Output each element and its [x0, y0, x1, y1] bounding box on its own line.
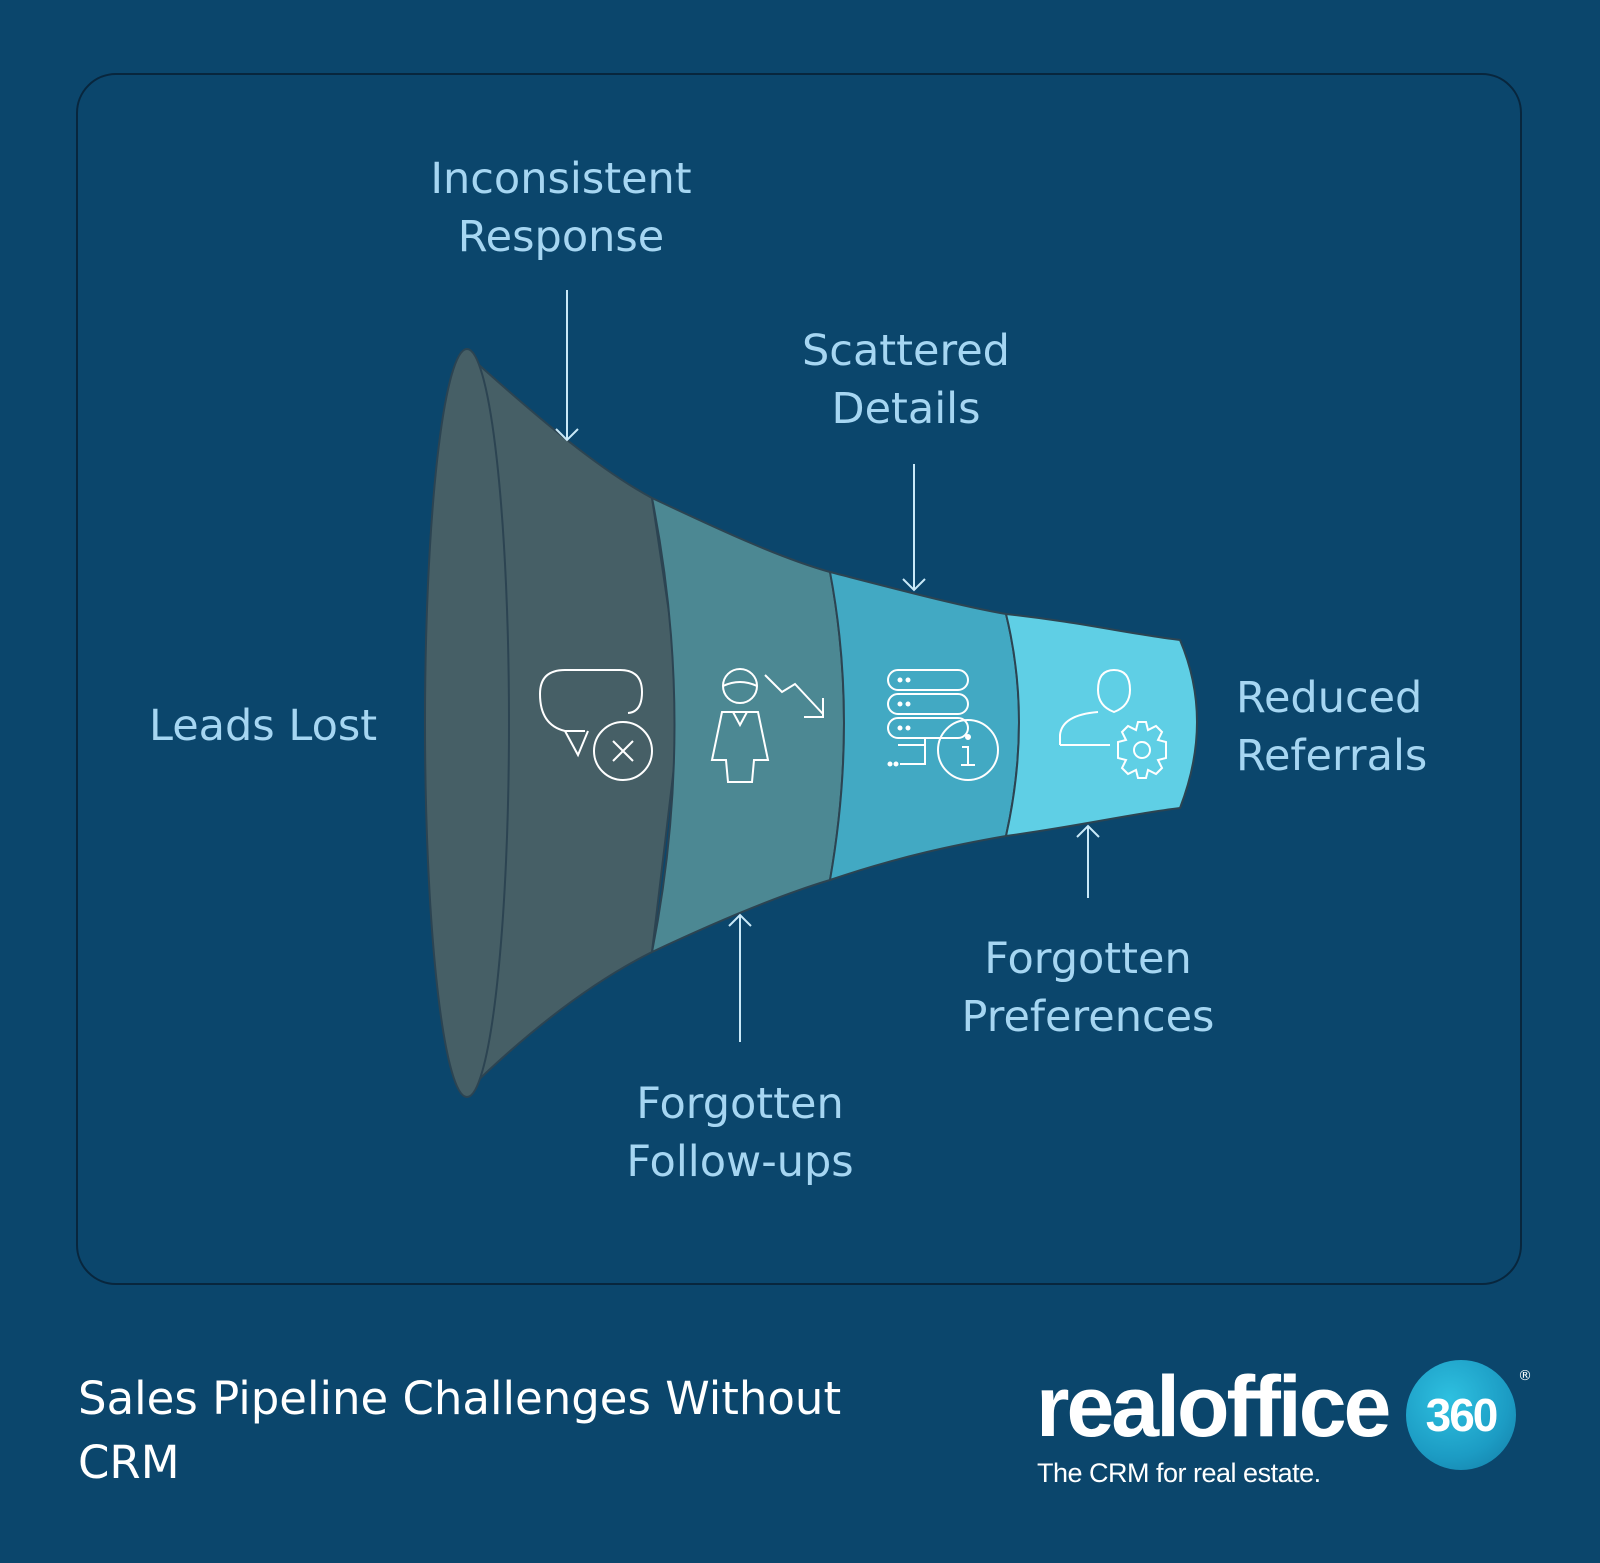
label-reduced-referrals: Reduced Referrals — [1236, 669, 1496, 785]
label-line: Referrals — [1236, 731, 1428, 781]
brand-wordmark: realoffice — [1036, 1359, 1391, 1455]
label-line: Preferences — [961, 992, 1215, 1042]
label-line: Forgotten — [636, 1079, 844, 1129]
speech-bubble-x-icon — [538, 669, 653, 781]
arrow-forgotten-preferences — [1076, 824, 1100, 898]
funnel-stage-3 — [828, 570, 1020, 882]
brand-logo: realoffice 360 ® The CRM for real estate… — [1036, 1360, 1536, 1500]
page-title-line: Sales Pipeline Challenges Without — [78, 1372, 842, 1425]
funnel-stage-4 — [1004, 612, 1198, 838]
database-info-icon — [887, 669, 999, 781]
label-forgotten-preferences: Forgotten Preferences — [938, 930, 1238, 1046]
label-inconsistent-response: Inconsistent Response — [411, 150, 711, 266]
page-title: Sales Pipeline Challenges Without CRM — [78, 1367, 958, 1495]
user-gear-icon — [1059, 668, 1167, 779]
label-line: Follow-ups — [626, 1137, 854, 1187]
label-line: Details — [831, 384, 981, 434]
page-title-line: CRM — [78, 1436, 180, 1489]
funnel-stage-2 — [650, 496, 845, 954]
label-scattered-details: Scattered Details — [776, 322, 1036, 438]
label-line: Inconsistent — [430, 154, 692, 204]
person-downtrend-icon — [710, 668, 824, 783]
label-line: Scattered — [802, 326, 1010, 376]
registered-mark: ® — [1518, 1368, 1532, 1384]
brand-tagline: The CRM for real estate. — [1037, 1458, 1321, 1488]
label-leads-lost: Leads Lost — [130, 697, 400, 755]
funnel-mouth — [424, 348, 510, 1098]
brand-badge: 360 — [1406, 1360, 1516, 1470]
label-forgotten-followups: Forgotten Follow-ups — [600, 1075, 880, 1191]
label-line: Leads Lost — [149, 701, 378, 751]
label-line: Forgotten — [984, 934, 1192, 984]
arrow-inconsistent-response — [555, 290, 579, 442]
label-line: Response — [457, 212, 665, 262]
arrow-scattered-details — [902, 464, 926, 592]
label-line: Reduced — [1236, 673, 1423, 723]
arrow-forgotten-followups — [728, 913, 752, 1042]
diagram-frame — [76, 73, 1522, 1285]
